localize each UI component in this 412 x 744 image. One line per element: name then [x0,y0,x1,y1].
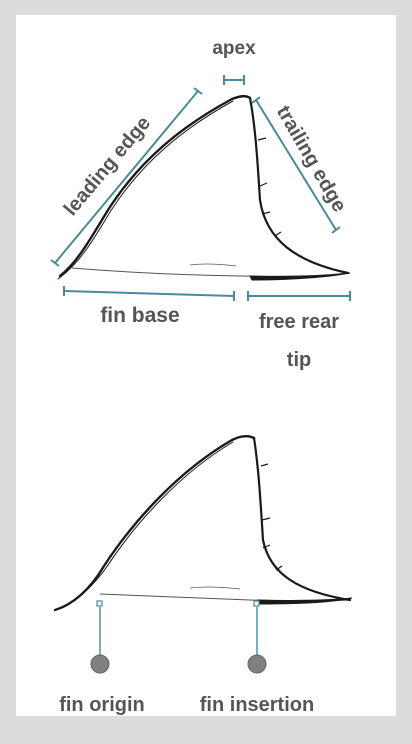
top-measurements [50,75,351,301]
free-rear-tip-label-line1: free rear [259,311,339,333]
fin-insertion-pointer [247,600,267,674]
fin-origin-label: fin origin [59,694,145,716]
top-fin-trailing-edge-outline [248,96,350,275]
fin-base-label: fin base [100,304,179,327]
free-rear-tip-label-line2: tip [287,349,311,371]
trailing-edge-label: trailing edge [272,102,351,216]
fin-insertion-marker [247,654,267,674]
apex-label: apex [212,38,256,59]
top-fin-leading-edge-outline [58,95,252,278]
fin-origin-pointer [90,600,110,674]
trailing-edge-measure-line [255,99,337,231]
top-fin-drawing [57,95,351,281]
fin-base-measure-line [63,290,235,297]
fin-insertion-label: fin insertion [200,694,314,716]
top-fin-base-outline [71,267,349,277]
bottom-fin-trailing-edge-outline [252,436,352,602]
bottom-fin-drawing [53,435,353,612]
bottom-fin-leading-edge-outline [53,435,256,612]
fin-origin-marker [90,654,110,674]
leading-edge-measure-line [54,90,199,264]
